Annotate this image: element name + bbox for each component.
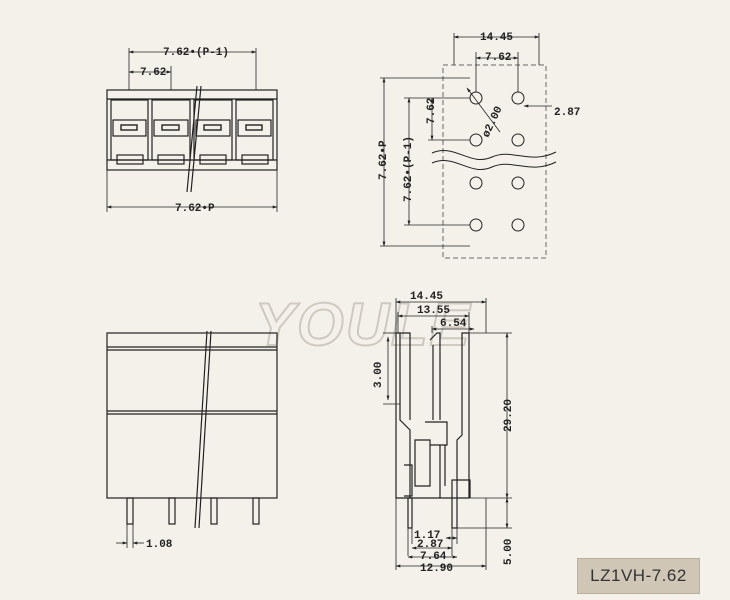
pcb-layout [380, 33, 557, 259]
dim-side-pin-len: 5.00 [503, 539, 515, 565]
dim-side-width2: 13.55 [417, 305, 450, 317]
top-view [106, 48, 278, 212]
model-label: LZ1VH-7.62 [577, 558, 700, 594]
front-view [106, 330, 278, 548]
dim-pcb-width: 14.45 [480, 32, 513, 44]
dim-side-width3: 6.54 [440, 318, 467, 330]
dim-pcb-offset: 2.87 [554, 107, 580, 119]
dim-top-pitch: 7.62 [140, 67, 166, 79]
dim-pcb-pitch-h: 7.62 [485, 52, 511, 64]
dim-pcb-hole: ø2.00 [481, 105, 506, 140]
dim-side-step: 3.00 [373, 362, 385, 388]
dim-pcb-total-v-minus-1: 7.62•(P-1) [403, 136, 415, 202]
dim-side-top-width: 14.45 [410, 291, 443, 303]
dim-side-b2: 2.87 [417, 539, 443, 551]
dim-pcb-pitch-v: 7.62 [426, 98, 438, 124]
dim-side-b4: 12.90 [420, 563, 453, 575]
dim-side-b1: 1.17 [414, 530, 440, 542]
dim-top-total: 7.62•P [175, 203, 215, 215]
dim-top-pitch-p-minus-1: 7.62•(P-1) [163, 47, 229, 59]
side-view [383, 298, 512, 570]
dim-front-pin: 1.08 [146, 539, 173, 551]
dim-pcb-total-v: 7.62•P [378, 140, 390, 180]
dim-side-height: 29.20 [503, 399, 515, 432]
dim-side-b3: 7.64 [420, 551, 447, 563]
